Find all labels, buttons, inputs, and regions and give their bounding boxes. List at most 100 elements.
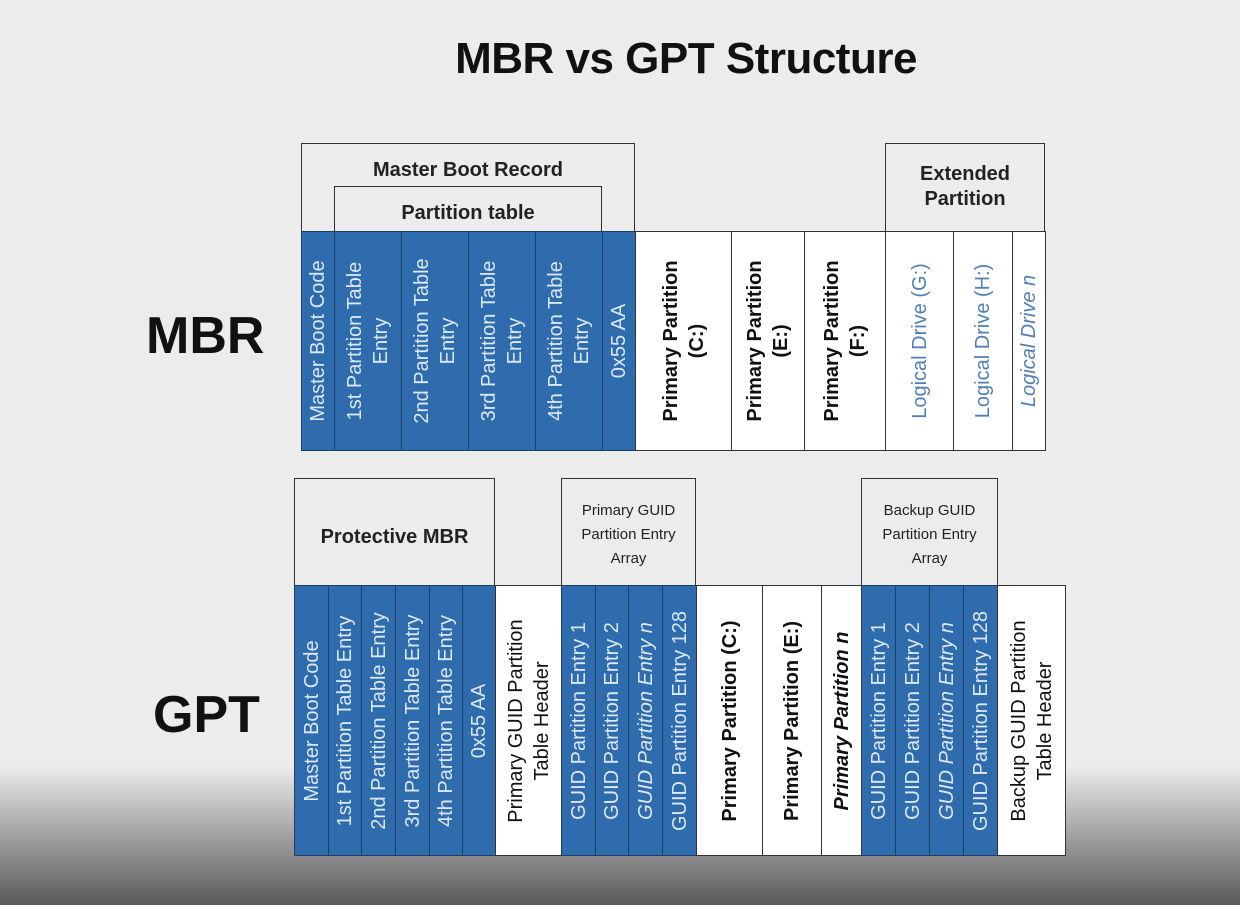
primary-guid-array-label-line1: Primary GUID [581,502,676,519]
cell-label-line: Primary Partition (C:) [718,619,741,822]
cell-label-line: GUID Partition Entry 1 [567,621,590,820]
cell-label-line: GUID Partition Entry 1 [867,621,890,820]
mbr-cell-10: Logical Drive (G:) [885,231,954,451]
gpt-cell-15: GUID Partition Entry 1 [861,585,896,856]
cell-label-line: Primary Partition [659,260,682,422]
gpt-cell-10: GUID Partition Entry n [628,585,663,856]
gpt-cell-16: GUID Partition Entry 2 [895,585,930,856]
cell-label-line: 2nd Partition Table Entry [367,611,390,830]
gpt-cell-label: GUID Partition Entry 1 [866,622,892,820]
backup-guid-array-label: Backup GUID Partition Entry Array [862,499,997,571]
mbr-cell-label: Logical Drive (G:) [907,263,933,419]
mbr-cell-label: Logical Drive n [1016,275,1042,407]
cell-label-line: 0x55 AA [608,303,630,379]
cell-label-line: Primary Partition [821,260,843,422]
gpt-cell-label: GUID Partition Entry n [633,622,659,820]
backup-guid-array-label-line2: Partition Entry [882,526,977,543]
gpt-cell-label: 4th Partition Table Entry [433,615,459,827]
mbr-cell-7: Primary Partition(C:) [635,231,732,451]
gpt-cell-4: 3rd Partition Table Entry [395,585,430,856]
cell-label-line: Table Header [530,661,553,780]
cell-label-line: Entry [437,317,459,365]
backup-guid-array-label-line3: Array [911,550,948,567]
cell-label-line: (C:) [685,323,708,359]
mbr-cell-12: Logical Drive n [1012,231,1046,451]
primary-guid-array-group: Primary GUID Partition Entry Array [561,478,696,586]
gpt-cell-label: GUID Partition Entry n [934,622,960,820]
gpt-cell-8: GUID Partition Entry 1 [561,585,596,856]
gpt-cell-18: GUID Partition Entry 128 [963,585,998,856]
gpt-cell-17: GUID Partition Entry n [929,585,964,856]
gpt-cell-13: Primary Partition (E:) [762,585,822,856]
cell-label-line: 0x55 AA [468,683,490,758]
cell-label-line: Logical Drive n [1018,274,1040,408]
gpt-cell-2: 1st Partition Table Entry [328,585,362,856]
primary-guid-array-label-line2: Partition Entry [581,526,676,543]
cell-label-line: 2nd Partition Table [411,258,433,424]
cell-label-line: 4th Partition Table [545,261,567,421]
gpt-cell-1: Master Boot Code [294,585,329,856]
mbr-cell-label: Logical Drive (H:) [970,264,996,418]
cell-label-line: GUID Partition Entry n [935,621,958,820]
mbr-cell-label: 0x55 AA [606,304,632,379]
mbr-cell-label: Primary Partition(F:) [819,260,871,421]
gpt-cell-label: GUID Partition Entry 128 [968,610,994,830]
gpt-row-label: GPT [153,686,260,744]
mbr-cell-label: Primary Partition(E:) [742,260,794,421]
cell-label-line: Table Header [1033,661,1056,780]
cell-label-line: 1st Partition Table [344,261,366,421]
mbr-cell-8: Primary Partition(E:) [731,231,805,451]
cell-label-line: GUID Partition Entry 2 [601,621,623,820]
extended-partition-label-line1: Extended [919,163,1011,185]
gpt-cell-6: 0x55 AA [462,585,496,856]
mbr-cell-label: Master Boot Code [305,260,331,421]
partition-table-label: Partition table [401,202,535,224]
cell-label-line: Primary Partition n [830,631,853,810]
protective-mbr-label: Protective MBR [320,526,469,548]
cell-label-line: 4th Partition Table Entry [435,614,457,827]
gpt-cell-label: GUID Partition Entry 2 [900,622,926,820]
cell-label-line: GUID Partition Entry n [634,621,657,820]
partition-table-group: Partition table [334,186,602,233]
extended-partition-group: Extended Partition [885,143,1045,233]
gpt-cell-12: Primary Partition (C:) [696,585,763,856]
cell-label-line: Backup GUID Partition [1007,619,1030,822]
cell-label-line: 3rd Partition Table [478,260,500,422]
cell-label-line: GUID Partition Entry 128 [969,610,992,831]
gpt-cell-label: GUID Partition Entry 2 [599,622,625,820]
extended-partition-label: Extended Partition [886,162,1044,212]
cell-label-line: Logical Drive (G:) [908,263,931,419]
cell-label-line: 1st Partition Table Entry [334,615,356,826]
backup-guid-array-label-line1: Backup GUID [883,502,976,519]
cell-label-line: Entry [504,317,526,365]
cell-label-line: Primary Partition [744,260,766,422]
cell-label-line: Master Boot Code [307,260,329,422]
gpt-cell-5: 4th Partition Table Entry [429,585,463,856]
extended-partition-label-line2: Partition [924,188,1006,210]
gpt-cell-label: Primary Partition (C:) [717,620,743,821]
mbr-cell-9: Primary Partition(F:) [804,231,886,451]
backup-guid-array-group: Backup GUID Partition Entry Array [861,478,998,586]
primary-guid-array-label: Primary GUID Partition Entry Array [562,499,695,571]
gpt-cell-14: Primary Partition n [821,585,862,856]
mbr-cell-label: Primary Partition(C:) [658,260,710,421]
mbr-cell-6: 0x55 AA [602,231,636,451]
gpt-cell-3: 2nd Partition Table Entry [361,585,396,856]
primary-guid-array-label-line3: Array [610,550,647,567]
cell-label-line: (F:) [847,324,869,358]
mbr-cell-11: Logical Drive (H:) [953,231,1013,451]
gpt-cell-9: GUID Partition Entry 2 [595,585,629,856]
cell-label-line: Entry [370,317,392,365]
